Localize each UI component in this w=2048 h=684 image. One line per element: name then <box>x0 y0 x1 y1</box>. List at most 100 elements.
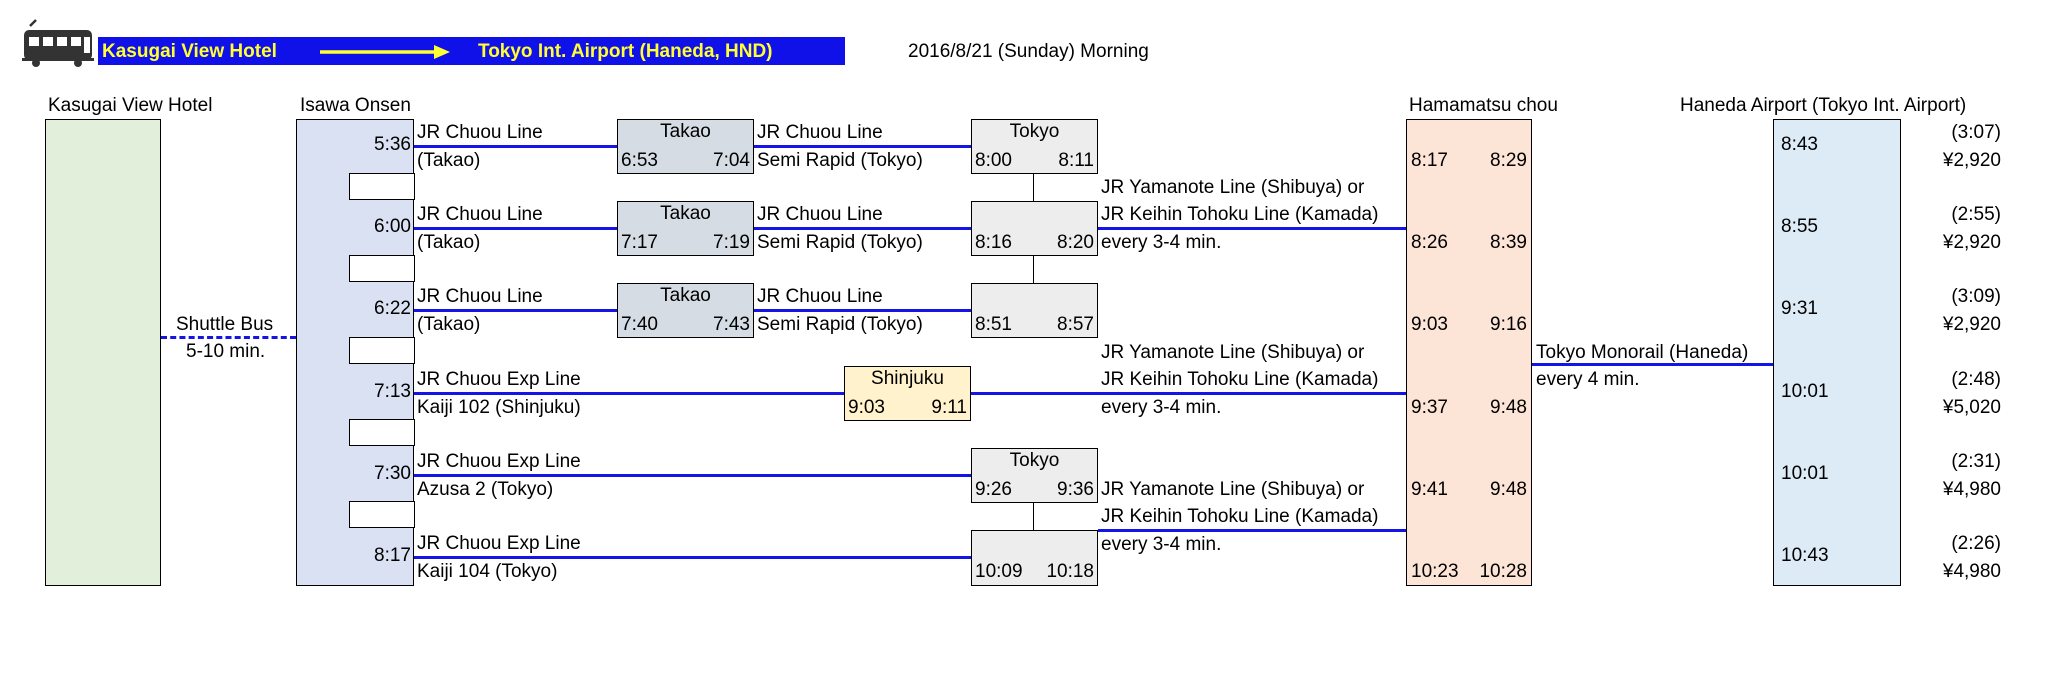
leg1-sub: Kaiji 102 (Shinjuku) <box>417 397 581 418</box>
keihin-line: JR Keihin Tohoku Line (Kamada) <box>1101 506 1379 527</box>
transfer-box-shinjuku <box>844 366 971 421</box>
frequency: every 3-4 min. <box>1101 397 1222 418</box>
transfer-dep: 7:43 <box>713 314 750 335</box>
tokyo-dep: 9:36 <box>1057 479 1094 500</box>
tokyo-arr: 8:16 <box>975 232 1012 253</box>
trip-fare: ¥4,980 <box>1942 561 2001 582</box>
date-label: 2016/8/21 (Sunday) Morning <box>908 41 1149 62</box>
trip-fare: ¥2,920 <box>1942 232 2001 253</box>
tokyo-dep: 8:20 <box>1057 232 1094 253</box>
depart-time: 8:17 <box>374 545 411 566</box>
tokyo-name: Tokyo <box>1009 121 1060 142</box>
train-icon <box>22 18 94 68</box>
transfer-arr: 7:40 <box>621 314 658 335</box>
tokyo-box <box>971 119 1098 174</box>
trip-duration: (2:26) <box>1951 533 2001 554</box>
transfer-arr: 6:53 <box>621 150 658 171</box>
leg1-line: JR Chuou Exp Line <box>417 533 581 554</box>
leg1-line: JR Chuou Line <box>417 122 543 143</box>
station-isawa-label: Isawa Onsen <box>300 95 411 116</box>
route-line <box>754 145 971 148</box>
tokyo-box <box>971 201 1098 256</box>
transfer-dep: 7:19 <box>713 232 750 253</box>
trip-duration: (3:09) <box>1951 286 2001 307</box>
yamanote-line: JR Yamanote Line (Shibuya) or <box>1101 177 1365 198</box>
tokyo-dep: 8:57 <box>1057 314 1094 335</box>
leg1-sub: (Takao) <box>417 232 481 253</box>
route-line <box>754 227 971 230</box>
hamamatsu-arr: 8:17 <box>1411 150 1448 171</box>
route-line <box>1532 363 1773 366</box>
route-line <box>414 392 844 395</box>
transfer-dep: 7:04 <box>713 150 750 171</box>
hamamatsu-arr: 9:37 <box>1411 397 1448 418</box>
hamamatsu-dep: 10:28 <box>1479 561 1527 582</box>
tokyo-dep: 10:18 <box>1046 561 1094 582</box>
tokyo-box <box>971 283 1098 338</box>
depart-time: 6:00 <box>374 216 411 237</box>
shuttle-duration: 5-10 min. <box>186 341 266 362</box>
leg2-sub: Semi Rapid (Tokyo) <box>757 232 923 253</box>
depart-time: 5:36 <box>374 134 411 155</box>
tokyo-box <box>971 530 1098 586</box>
leg2-line: JR Chuou Line <box>757 286 883 307</box>
hamamatsu-dep: 9:48 <box>1490 397 1527 418</box>
route-line <box>971 392 1406 395</box>
transfer-dep: 9:11 <box>931 397 967 418</box>
isawa-connector <box>349 419 415 446</box>
title-destination: Tokyo Int. Airport (Haneda, HND) <box>478 41 773 62</box>
tokyo-name: Tokyo <box>1009 450 1060 471</box>
hamamatsu-column <box>1406 119 1532 586</box>
haneda-arr: 10:01 <box>1781 381 1829 402</box>
tokyo-connector <box>971 255 1034 284</box>
depart-time: 7:13 <box>374 381 411 402</box>
isawa-connector <box>349 173 415 200</box>
shuttle-bus-line <box>161 336 296 339</box>
tokyo-connector <box>971 173 1034 202</box>
leg1-sub: (Takao) <box>417 150 481 171</box>
route-line <box>1098 529 1406 532</box>
station-haneda-label: Haneda Airport (Tokyo Int. Airport) <box>1680 95 1967 116</box>
isawa-connector <box>349 255 415 282</box>
leg1-line: JR Chuou Exp Line <box>417 451 581 472</box>
transfer-box-takao <box>617 201 754 256</box>
route-line <box>754 309 971 312</box>
trip-duration: (3:07) <box>1951 122 2001 143</box>
station-hotel-label: Kasugai View Hotel <box>48 95 213 116</box>
transfer-name: Takao <box>660 121 711 142</box>
frequency: every 3-4 min. <box>1101 232 1222 253</box>
leg2-sub: Semi Rapid (Tokyo) <box>757 150 923 171</box>
hamamatsu-arr: 8:26 <box>1411 232 1448 253</box>
leg2-line: JR Chuou Line <box>757 204 883 225</box>
tokyo-arr: 10:09 <box>975 561 1023 582</box>
hamamatsu-dep: 9:48 <box>1490 479 1527 500</box>
haneda-arr: 10:43 <box>1781 545 1829 566</box>
leg2-sub: Semi Rapid (Tokyo) <box>757 314 923 335</box>
route-line <box>414 145 617 148</box>
monorail-line: Tokyo Monorail (Haneda) <box>1536 342 1749 363</box>
transfer-box-takao <box>617 119 754 174</box>
hamamatsu-dep: 8:29 <box>1490 150 1527 171</box>
trip-fare: ¥5,020 <box>1942 397 2001 418</box>
leg1-line: JR Chuou Exp Line <box>417 369 581 390</box>
hamamatsu-arr: 9:41 <box>1411 479 1448 500</box>
leg1-line: JR Chuou Line <box>417 286 543 307</box>
haneda-arr: 9:31 <box>1781 298 1818 319</box>
title-origin: Kasugai View Hotel <box>102 41 277 62</box>
leg1-sub: (Takao) <box>417 314 481 335</box>
route-line <box>1098 227 1406 230</box>
transfer-name: Takao <box>660 285 711 306</box>
transfer-box-takao <box>617 283 754 338</box>
hamamatsu-dep: 8:39 <box>1490 232 1527 253</box>
monorail-frequency: every 4 min. <box>1536 369 1640 390</box>
keihin-line: JR Keihin Tohoku Line (Kamada) <box>1101 369 1379 390</box>
tokyo-arr: 8:00 <box>975 150 1012 171</box>
trip-fare: ¥2,920 <box>1942 314 2001 335</box>
shuttle-bus-label: Shuttle Bus <box>176 314 274 335</box>
tokyo-arr: 8:51 <box>975 314 1012 335</box>
leg1-line: JR Chuou Line <box>417 204 543 225</box>
title-banner <box>98 37 845 65</box>
haneda-arr: 10:01 <box>1781 463 1829 484</box>
frequency: every 3-4 min. <box>1101 534 1222 555</box>
yamanote-line: JR Yamanote Line (Shibuya) or <box>1101 479 1365 500</box>
